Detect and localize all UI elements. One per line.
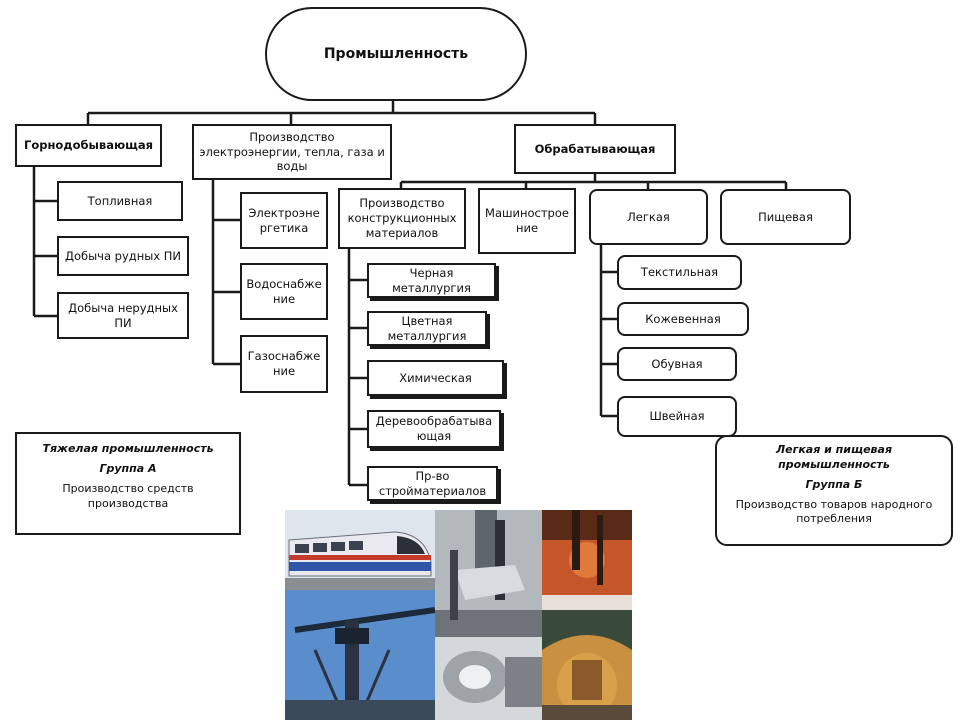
energy-item: Электроэнергетика: [240, 192, 328, 249]
group-a-note: Тяжелая промышленность Группа А Производ…: [15, 432, 241, 535]
processing-food: Пищевая: [720, 189, 851, 245]
processing-materials: Производство конструкционных материалов: [338, 188, 466, 249]
branch-energy: Производство электроэнергии, тепла, газа…: [192, 124, 392, 180]
light-item: Кожевенная: [617, 302, 749, 336]
light-item: Обувная: [617, 347, 737, 381]
materials-item: Черная металлургия: [367, 263, 496, 298]
train-photo: [285, 510, 435, 590]
light-item: Швейная: [617, 396, 737, 437]
light-item: Текстильная: [617, 255, 742, 290]
metal-part-photo: [435, 637, 542, 720]
branch-processing: Обрабатывающая: [514, 124, 676, 174]
mining-item: Топливная: [57, 181, 183, 221]
materials-item: Деревообрабатывающая: [367, 410, 501, 448]
mining-item: Добыча рудных ПИ: [57, 236, 189, 276]
group-b-note: Легкая и пищевая промышленность Группа Б…: [715, 435, 953, 546]
industry-photo-collage: [285, 510, 632, 720]
group-a-title: Тяжелая промышленность: [42, 442, 214, 455]
materials-item: Химическая: [367, 360, 504, 396]
group-b-desc: Производство товаров народного потреблен…: [735, 497, 933, 526]
energy-item: Газоснабжение: [240, 335, 328, 393]
root-node: Промышленность: [265, 7, 527, 101]
industrial-machinery-photo: [542, 510, 632, 610]
branch-mining: Горнодобывающая: [15, 124, 162, 167]
group-a-desc: Производство средств производства: [62, 481, 194, 510]
mining-item: Добыча нерудных ПИ: [57, 292, 189, 339]
processing-light: Легкая: [589, 189, 708, 245]
group-b-label: Группа Б: [805, 477, 863, 491]
processing-machinery: Машиностроение: [478, 188, 576, 254]
materials-item: Цветная металлургия: [367, 311, 487, 346]
group-a-label: Группа А: [99, 461, 157, 475]
group-b-title: Легкая и пищевая промышленность: [775, 443, 893, 471]
materials-item: Пр-во стройматериалов: [367, 466, 498, 501]
crane-photo: [285, 590, 435, 720]
machine-tool-photo: [435, 510, 542, 637]
ship-dock-photo: [542, 610, 632, 720]
energy-item: Водоснабжение: [240, 263, 328, 320]
